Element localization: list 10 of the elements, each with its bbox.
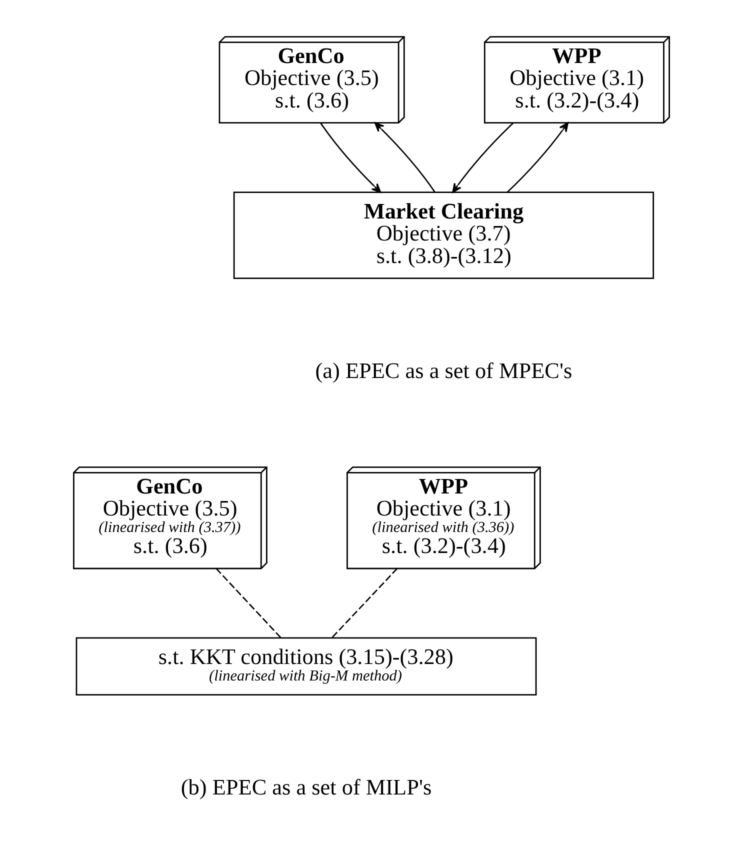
connector	[215, 568, 281, 638]
label: (b) EPEC as a set of MILP's	[180, 774, 432, 800]
arrow	[452, 122, 514, 192]
label: (a) EPEC as a set of MPEC's	[314, 358, 572, 383]
connector	[330, 568, 398, 638]
arrow	[506, 122, 568, 192]
node-box: s.t. KKT conditions (3.15)-(3.28) (linearised with Big-M method)	[75, 636, 536, 696]
arrow	[320, 122, 381, 192]
arrow	[374, 122, 435, 192]
node-box: Market Clearing Objective (3.7) s.t. (3.8)-(3.12)	[232, 191, 654, 279]
